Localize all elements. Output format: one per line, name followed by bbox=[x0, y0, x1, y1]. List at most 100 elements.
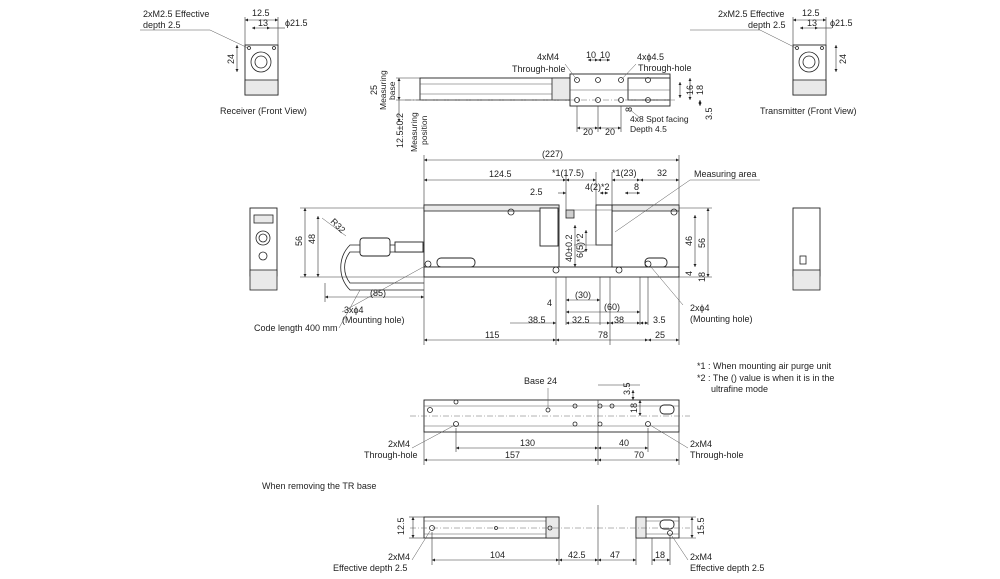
main-mount-right-1: 2xϕ4 bbox=[690, 303, 710, 313]
top-dim-10a: 10 bbox=[586, 50, 596, 60]
transmitter-dim-inner: 13 bbox=[807, 18, 817, 28]
main-dim-325: 32.5 bbox=[572, 315, 590, 325]
top-meas-base-2: base bbox=[387, 81, 397, 100]
transmitter-dim-width: 12.5 bbox=[802, 8, 820, 18]
main-front-view: (227) 124.5 *1(17.5) *1(23) 32 2.5 4(2)*… bbox=[249, 149, 821, 345]
main-dim-227: (227) bbox=[542, 149, 563, 159]
receiver-dim-height: 24 bbox=[226, 54, 236, 64]
main-transmitter-body bbox=[611, 204, 680, 268]
removed-dim-125: 12.5 bbox=[396, 517, 406, 535]
note-2b: ultrafine mode bbox=[711, 384, 768, 394]
notes: *1 : When mounting air purge unit *2 : T… bbox=[697, 361, 834, 394]
base-right-1: 2xM4 bbox=[690, 439, 712, 449]
main-dim-32: 32 bbox=[657, 168, 667, 178]
main-mount-right-2: (Mounting hole) bbox=[690, 314, 753, 324]
receiver-note-1: 2xM2.5 Effective bbox=[143, 9, 209, 19]
main-dim-4: 4 bbox=[547, 298, 552, 308]
top-hole-label: 4xϕ4.5 bbox=[637, 52, 664, 62]
main-dim-1245: 124.5 bbox=[489, 169, 512, 179]
transmitter-dim-height: 24 bbox=[838, 54, 848, 64]
main-dim-175: *1(17.5) bbox=[552, 168, 584, 178]
main-dim-25b: 25 bbox=[655, 330, 665, 340]
transmitter-lens bbox=[798, 51, 820, 73]
receiver-dim-dia: ϕ21.5 bbox=[285, 18, 308, 28]
receiver-base bbox=[244, 79, 279, 96]
main-dim-42: 4(2)*2 bbox=[585, 182, 610, 192]
main-cable bbox=[340, 244, 424, 291]
removed-receiver bbox=[423, 516, 560, 539]
top-dim-10b: 10 bbox=[600, 50, 610, 60]
top-meas-pos-1: Measuring bbox=[409, 112, 419, 152]
top-dim-20a: 20 bbox=[583, 127, 593, 137]
base-dim-130: 130 bbox=[520, 438, 535, 448]
main-dim-65: 6(5)*2 bbox=[575, 233, 585, 258]
main-dim-46: 46 bbox=[684, 236, 694, 246]
base-dim-70: 70 bbox=[634, 450, 644, 460]
base-left-2: Through-hole bbox=[364, 450, 418, 460]
receiver-dim-inner: 13 bbox=[258, 18, 268, 28]
main-measuring-area: Measuring area bbox=[694, 169, 757, 179]
removed-dim-104: 104 bbox=[490, 550, 505, 560]
base-dim-40: 40 bbox=[619, 438, 629, 448]
base-title: Base 24 bbox=[524, 376, 557, 386]
transmitter-note-2: depth 2.5 bbox=[748, 20, 786, 30]
main-right-side-view bbox=[792, 207, 821, 277]
base-left-1: 2xM4 bbox=[388, 439, 410, 449]
main-dim-35: 3.5 bbox=[653, 315, 666, 325]
note-1: *1 : When mounting air purge unit bbox=[697, 361, 832, 371]
note-2a: *2 : The () value is when it is in the bbox=[697, 373, 834, 383]
removed-dim-425: 42.5 bbox=[568, 550, 586, 560]
main-dim-r32: R32 bbox=[329, 216, 348, 235]
top-dim-16: 16 bbox=[685, 85, 695, 95]
top-view-receiver bbox=[419, 77, 571, 101]
receiver-caption: Receiver (Front View) bbox=[220, 106, 307, 116]
removed-dim-47: 47 bbox=[610, 550, 620, 560]
top-m4-sub: Through-hole bbox=[512, 64, 566, 74]
main-dim-60: (60) bbox=[604, 302, 620, 312]
main-mount-left-1: 3xϕ4 bbox=[344, 305, 364, 315]
top-meas-base-1: Measuring bbox=[378, 70, 388, 110]
base-dim-157: 157 bbox=[505, 450, 520, 460]
removed-left-2: Effective depth 2.5 bbox=[333, 563, 407, 573]
top-spot-1: 4x8 Spot facing bbox=[630, 114, 689, 124]
receiver-front-view: 2xM2.5 Effective depth 2.5 12.5 13 ϕ21.5… bbox=[140, 8, 308, 116]
transmitter-note-1: 2xM2.5 Effective bbox=[718, 9, 784, 19]
transmitter-dim-dia: ϕ21.5 bbox=[830, 18, 853, 28]
main-code-length: Code length 400 mm bbox=[254, 323, 338, 333]
top-dim-35: 3.5 bbox=[704, 107, 714, 120]
main-dim-385: 38.5 bbox=[528, 315, 546, 325]
main-dim-25: 2.5 bbox=[530, 187, 543, 197]
removed-base-view: When removing the TR base 12.5 1 bbox=[262, 481, 764, 573]
removed-dim-155: 15.5 bbox=[696, 517, 706, 535]
top-dim-8: 8 bbox=[624, 107, 634, 112]
top-spot-2: Depth 4.5 bbox=[630, 124, 667, 134]
main-dim-56r: 56 bbox=[697, 238, 707, 248]
main-dim-38: 38 bbox=[614, 315, 624, 325]
removed-right-2: Effective depth 2.5 bbox=[690, 563, 764, 573]
base-view: Base 24 3.5 18 2xM4 Through-hole 2xM4 Th… bbox=[364, 376, 744, 465]
receiver-dim-width: 12.5 bbox=[252, 8, 270, 18]
main-dim-40: 40±0.2 bbox=[564, 235, 574, 262]
top-dim-18: 18 bbox=[695, 85, 705, 95]
main-dim-8: 8 bbox=[634, 182, 639, 192]
main-mount-left-2: (Mounting hole) bbox=[342, 315, 405, 325]
main-dim-115: 115 bbox=[485, 330, 499, 340]
base-dim-18: 18 bbox=[629, 403, 639, 413]
main-dim-78: 78 bbox=[598, 330, 608, 340]
removed-dim-18: 18 bbox=[655, 550, 665, 560]
top-meas-pos-2: position bbox=[419, 115, 429, 145]
transmitter-base bbox=[792, 79, 827, 96]
transmitter-front-view: 2xM2.5 Effective depth 2.5 12.5 13 ϕ21.5… bbox=[690, 8, 857, 116]
main-dim-48: 48 bbox=[307, 234, 317, 244]
transmitter-caption: Transmitter (Front View) bbox=[760, 106, 857, 116]
receiver-note-2: depth 2.5 bbox=[143, 20, 181, 30]
main-dim-123: *1(23) bbox=[612, 168, 637, 178]
receiver-lens bbox=[250, 51, 272, 73]
main-dim-30: (30) bbox=[575, 290, 591, 300]
top-dim-125: 12.5±0.2 bbox=[395, 113, 405, 148]
top-dim-25: 25 bbox=[369, 85, 379, 95]
top-view: 4xM4 Through-hole 4xϕ4.5 Through-hole 10… bbox=[369, 50, 714, 152]
top-dim-20b: 20 bbox=[605, 127, 615, 137]
main-dim-56: 56 bbox=[294, 236, 304, 246]
